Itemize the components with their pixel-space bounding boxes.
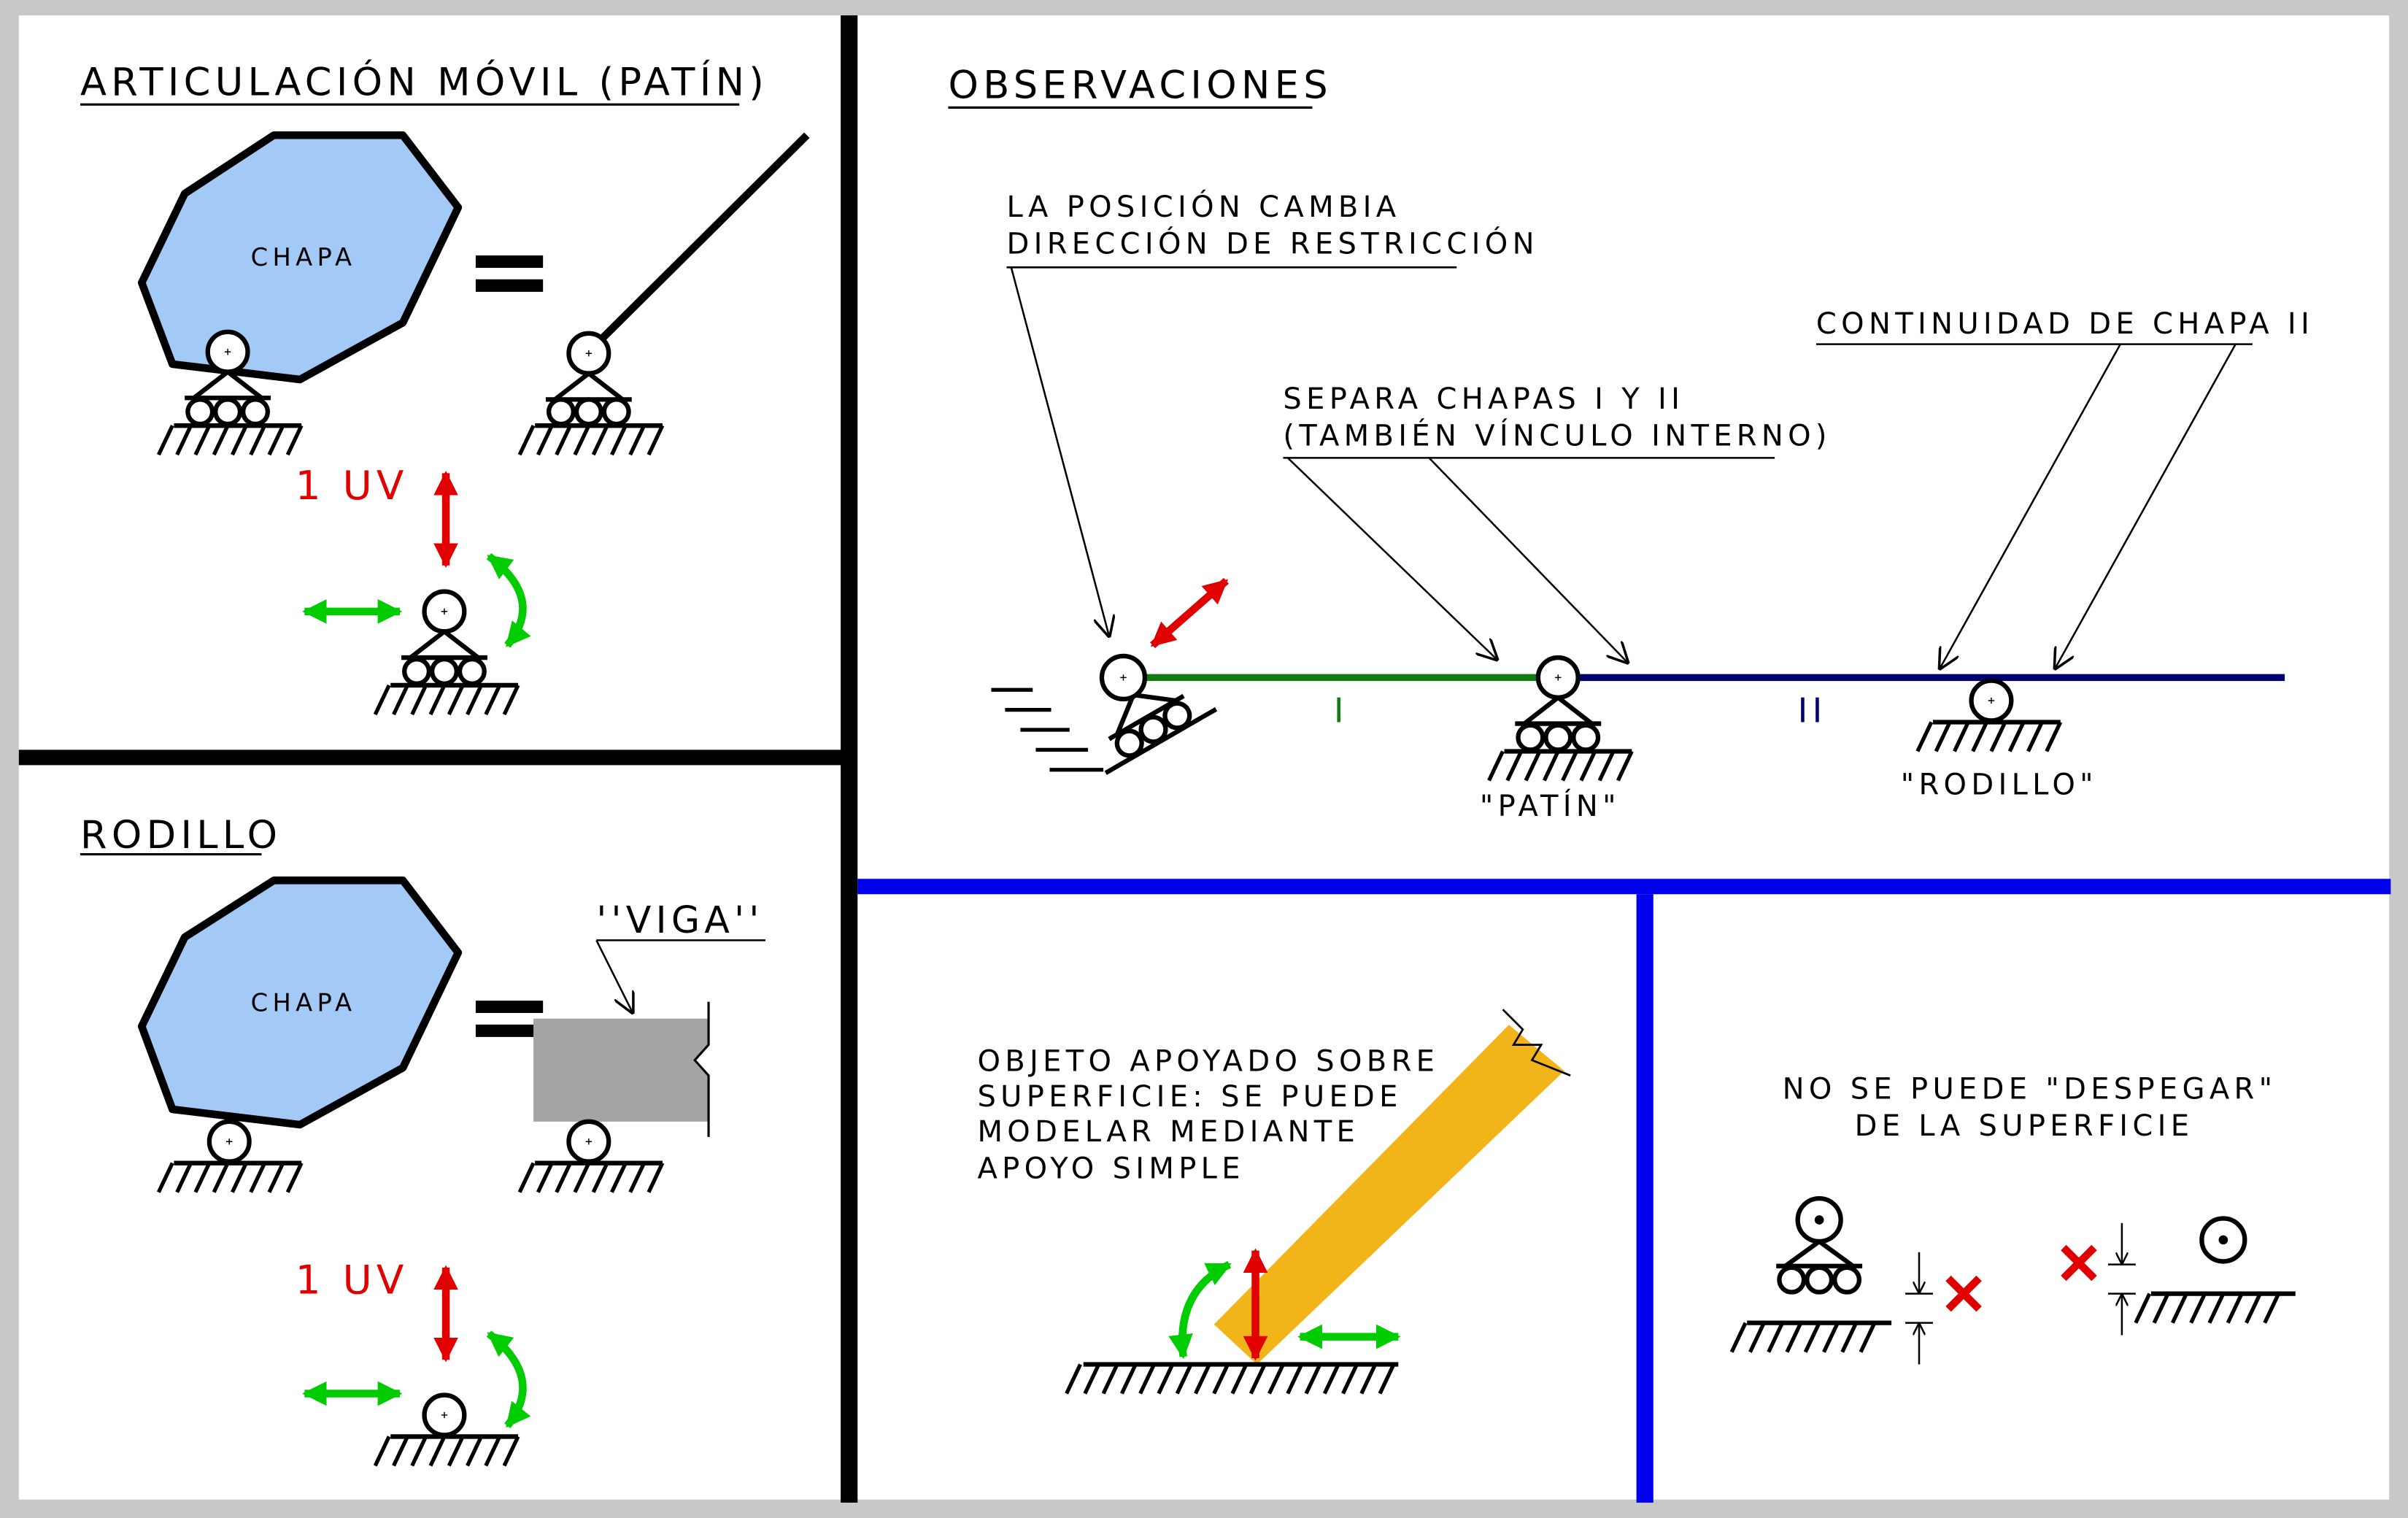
patin-small-support-icon <box>373 589 520 716</box>
equals-sign: = <box>464 207 559 333</box>
objeto-line1: OBJETO APOYADO SOBRE <box>977 1044 1439 1078</box>
note-position-line1: LA POSICIÓN CAMBIA <box>1006 189 1400 224</box>
note-continuidad-leader-1 <box>1939 343 2121 670</box>
inclined-hatching <box>991 687 1104 772</box>
chapa-shape <box>137 131 463 384</box>
forbidden-x-icon <box>1945 1275 1982 1312</box>
note-separa-line1: SEPARA CHAPAS I Y II <box>1283 382 1684 416</box>
note-continuidad: CONTINUIDAD DE CHAPA II <box>1816 307 2314 341</box>
panel-patin: ARTICULACIÓN MÓVIL (PATÍN) CHAPA = <box>80 59 810 716</box>
inclined-patin-icon <box>1104 692 1218 775</box>
note-position-line2: DIRECCIÓN DE RESTRICCIÓN <box>1006 226 1538 261</box>
panel-patin-title: ARTICULACIÓN MÓVIL (PATÍN) <box>80 59 768 105</box>
panel-despegar: NO SE PUEDE "DESPEGAR" DE LA SUPERFICIE <box>1729 1072 2296 1365</box>
objeto-line2: SUPERFICIE: SE PUEDE <box>977 1080 1402 1114</box>
objeto-line3: MODELAR MEDIANTE <box>977 1115 1359 1149</box>
panel-observaciones: OBSERVACIONES LA POSICIÓN CAMBIA DIRECCI… <box>948 63 2314 823</box>
note-position-leader <box>1010 266 1110 637</box>
forbidden-x-icon <box>2061 1244 2097 1282</box>
chapa-II-label: II <box>1798 690 1827 730</box>
green-rotation-arrow <box>1168 1260 1232 1360</box>
despegar-patin-icon <box>1729 1195 1892 1353</box>
support-hatching <box>1065 1363 1396 1395</box>
note-continuidad-leader-2 <box>2054 343 2237 670</box>
chapa-I-label: I <box>1334 690 1348 730</box>
beam-rodillo-icon <box>1915 678 2063 752</box>
panel-rodillo-title: RODILLO <box>80 813 282 858</box>
inclined-bar <box>1213 1025 1564 1365</box>
divider-vertical-lower <box>1636 894 1653 1503</box>
despegar-line1: NO SE PUEDE "DESPEGAR" <box>1783 1072 2277 1106</box>
green-rotation-arrow <box>486 1330 531 1428</box>
gap-dimension-left <box>1905 1252 1933 1365</box>
divider-vertical-main <box>841 15 858 1503</box>
internal-patin-icon <box>1487 655 1634 782</box>
panel-observaciones-title: OBSERVACIONES <box>948 63 1332 108</box>
patin-support-icon <box>156 329 304 456</box>
divider-horizontal-left <box>18 750 843 766</box>
note-separa-leader-2 <box>1428 457 1629 663</box>
panel-rodillo: RODILLO CHAPA = ''VIGA'' 1 UV <box>80 813 765 1467</box>
divider-horizontal-right <box>857 879 2391 895</box>
chapa-label: CHAPA <box>251 243 357 271</box>
gap-dimension-right <box>2107 1222 2136 1336</box>
inclined-red-arrow <box>1150 577 1229 649</box>
patin-bar-support-icon <box>517 132 810 456</box>
viga-label: ''VIGA'' <box>596 898 763 941</box>
bar-break-line <box>1502 1009 1571 1076</box>
label-patin: "PATÍN" <box>1480 788 1621 823</box>
despegar-line2: DE LA SUPERFICIE <box>1855 1109 2194 1143</box>
viga-beam <box>533 1001 710 1137</box>
note-separa-leader-1 <box>1286 457 1498 660</box>
viga-rodillo-icon <box>517 1119 665 1193</box>
despegar-rodillo-icon <box>2134 1216 2296 1324</box>
note-separa-line2: (TAMBIÉN VÍNCULO INTERNO) <box>1283 418 1831 453</box>
chapa-shape <box>137 876 463 1129</box>
objeto-line4: APOYO SIMPLE <box>977 1152 1244 1186</box>
viga-leader-arrow <box>595 939 633 1014</box>
rodillo-support-icon <box>156 1119 304 1193</box>
rodillo-small-icon <box>373 1392 520 1467</box>
chapa-label: CHAPA <box>251 988 357 1017</box>
label-rodillo: "RODILLO" <box>1901 768 2098 801</box>
uv-label: 1 UV <box>296 1257 409 1303</box>
green-rotation-arrow <box>486 552 531 648</box>
panel-objeto: OBJETO APOYADO SOBRE SUPERFICIE: SE PUED… <box>977 1009 1571 1395</box>
uv-label: 1 UV <box>296 462 409 509</box>
